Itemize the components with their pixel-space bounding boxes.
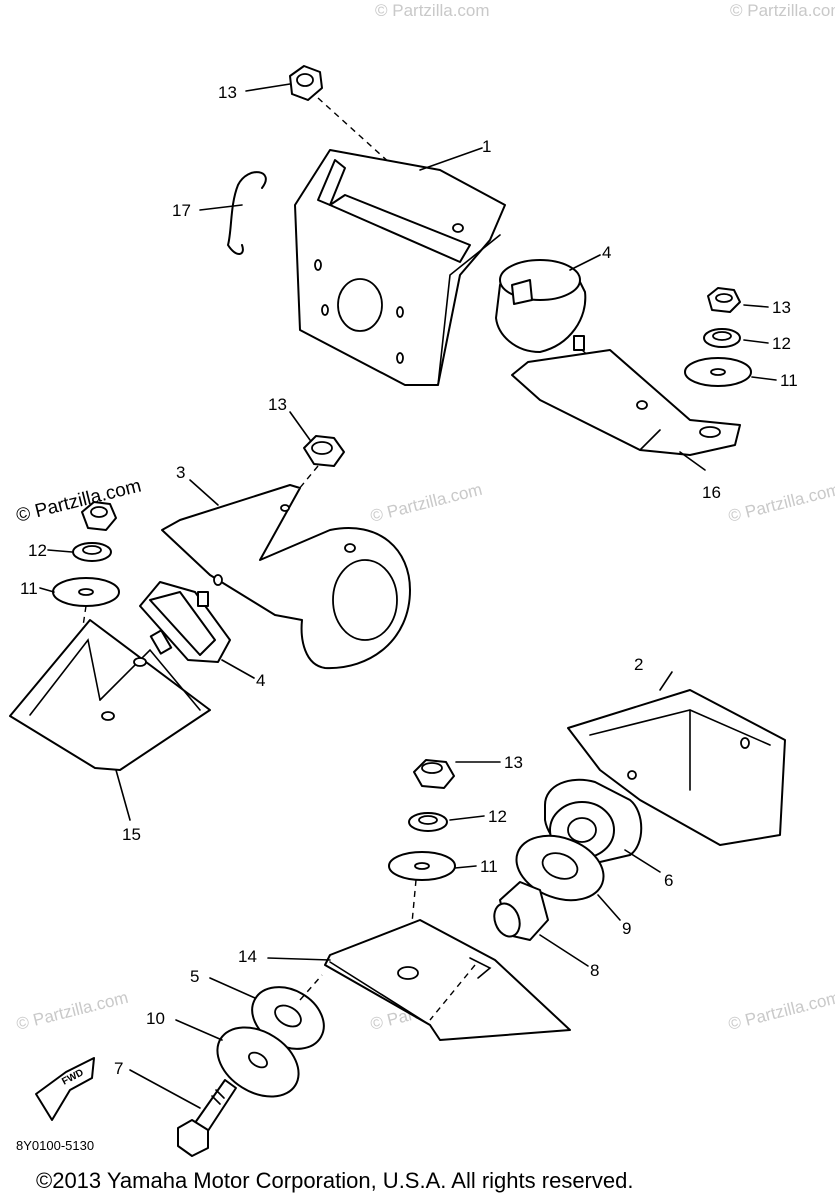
bracket-3 [161,484,411,670]
bracket-14 [324,919,571,1041]
callout-13-top: 13 [218,83,237,102]
watermark-top-right: © Partzilla.com [730,1,835,20]
watermark-top-center: © Partzilla.com [375,1,490,20]
nut-13-mid [303,435,345,467]
washer-12-right [703,328,741,348]
callout-12-lower: 12 [488,807,507,826]
watermark-bottom-right: © Partzilla.com [726,988,835,1034]
bracket-16 [511,349,741,456]
callouts: 13 1 17 4 13 12 11 16 13 3 12 11 4 15 2 … [20,83,798,1078]
callout-3: 3 [176,463,185,482]
nut-13-lower [413,759,455,789]
callout-13-mid: 13 [268,395,287,414]
watermark-left-dark: © Partzilla.com [14,476,143,527]
damper-4-top [495,259,587,353]
watermark-mid-right: © Partzilla.com [726,480,835,526]
callout-11-right: 11 [780,371,798,390]
leader-lines [39,83,777,1109]
clip-17 [226,171,267,255]
washer-10 [216,1026,300,1098]
callout-5: 5 [190,967,199,986]
callout-6: 6 [664,871,673,890]
callout-8: 8 [590,961,599,980]
nut-13-top [289,65,323,101]
collar-8 [493,881,549,941]
callout-12-right: 12 [772,334,791,353]
callout-10: 10 [146,1009,165,1028]
nut-13-left [81,501,117,531]
washer-11-lower [388,851,456,881]
callout-17: 17 [172,201,191,220]
callout-9: 9 [622,919,631,938]
callout-1: 1 [482,137,491,156]
nut-13-right [707,287,741,313]
callout-4-top: 4 [602,243,611,262]
diagram-code: 8Y0100-5130 [16,1138,94,1153]
callout-2: 2 [634,655,643,674]
washer-12-left [72,542,112,562]
washer-9 [515,834,605,902]
callout-11-left: 11 [20,579,38,598]
watermark-bottom-left: © Partzilla.com [14,988,130,1034]
bracket-15 [9,619,211,771]
callout-12-left: 12 [28,541,47,560]
callout-15: 15 [122,825,141,844]
callout-11-lower: 11 [480,857,498,876]
washer-11-left [52,577,120,607]
fwd-arrow-icon: FWD [35,1057,95,1121]
callout-4-mid: 4 [256,671,265,690]
bracket-1 [294,149,506,386]
bolt-7 [177,1079,237,1157]
callout-13-right: 13 [772,298,791,317]
copyright-notice: ©2013 Yamaha Motor Corporation, U.S.A. A… [36,1168,633,1193]
washer-12-lower [408,812,448,832]
callout-16: 16 [702,483,721,502]
washer-11-right [684,357,752,387]
callout-14: 14 [238,947,257,966]
watermark-mid-center: © Partzilla.com [368,480,484,526]
callout-13-lower: 13 [504,753,523,772]
bracket-2 [567,689,786,846]
damper-4-mid [139,581,231,663]
callout-7: 7 [114,1059,123,1078]
